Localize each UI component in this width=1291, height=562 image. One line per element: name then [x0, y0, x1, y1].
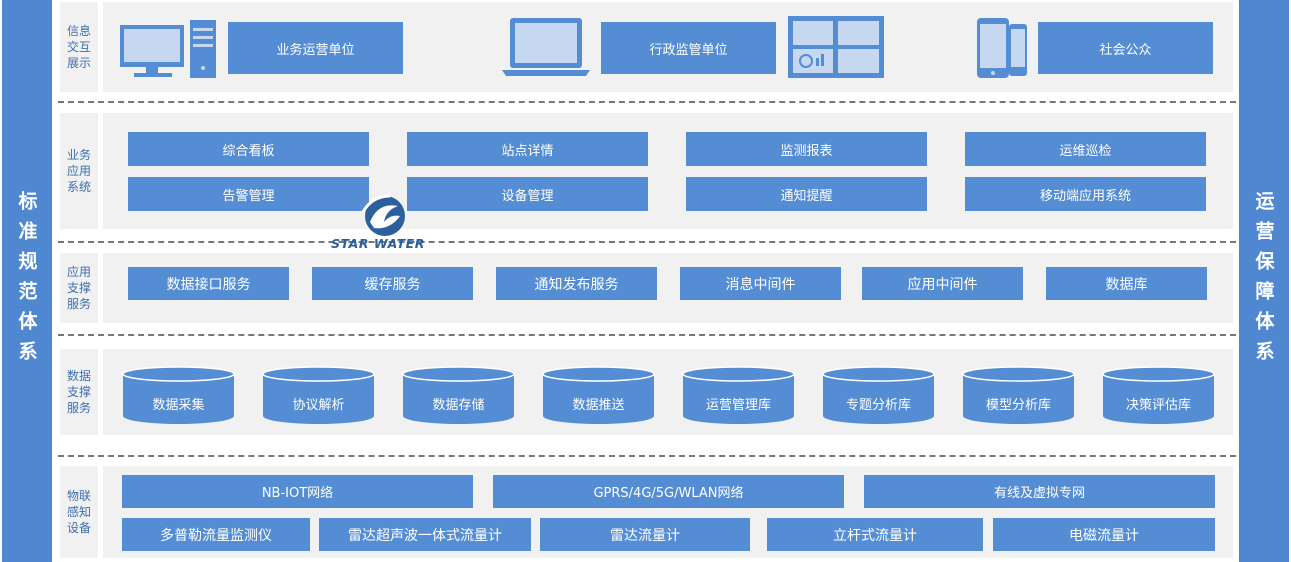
unit-general-public: 社会公众 — [1038, 22, 1213, 74]
cylinder-shape — [682, 366, 795, 424]
app-station-details: 站点详情 — [407, 132, 648, 166]
cylinder-shape — [962, 366, 1075, 424]
cylinder-shape — [402, 366, 515, 424]
cylinder-shape — [262, 366, 375, 424]
data-store-cylinder: 数据存储 — [402, 366, 515, 424]
net-cellular-wlan: GPRS/4G/5G/WLAN网络 — [493, 475, 844, 508]
layer-panel-business — [103, 113, 1233, 229]
layer-label-info: 信息交互展示 — [60, 2, 98, 92]
layer-separator — [58, 241, 1236, 243]
data-store-label: 决策评估库 — [1125, 398, 1191, 413]
layer-panel-support — [103, 253, 1233, 323]
data-store-label: 模型分析库 — [985, 398, 1051, 413]
layer-label-business: 业务应用系统 — [60, 113, 98, 229]
laptop-icon — [502, 18, 590, 76]
app-overview-board: 综合看板 — [128, 132, 369, 166]
data-store-label: 数据存储 — [432, 398, 485, 413]
dev-pole-mounted-flowmeter: 立杆式流量计 — [767, 518, 983, 551]
operations-system-label: 运营保障体系 — [1252, 191, 1275, 371]
layer-separator — [58, 455, 1236, 457]
data-store-label: 运营管理库 — [705, 398, 771, 413]
app-monitoring-reports: 监测报表 — [686, 132, 927, 166]
data-store-cylinder: 专题分析库 — [822, 366, 935, 424]
standards-system-label: 标准规范体系 — [15, 191, 38, 371]
star-water-logo-text: STAR WATER — [331, 236, 425, 251]
layer-label-data: 数据支撑服务 — [60, 349, 98, 435]
operations-system-bar: 运营保障体系 — [1239, 0, 1289, 562]
cylinder-shape — [1102, 366, 1215, 424]
desktop-computer-icon — [120, 20, 216, 78]
cylinder-shape — [122, 366, 235, 424]
unit-business-operations: 业务运营单位 — [228, 22, 403, 74]
data-store-label: 数据推送 — [572, 398, 625, 413]
data-store-cylinder: 模型分析库 — [962, 366, 1075, 424]
app-notification-reminder: 通知提醒 — [686, 177, 927, 211]
data-store-label: 专题分析库 — [845, 398, 911, 413]
net-nb-iot: NB-IOT网络 — [122, 475, 473, 508]
data-store-cylinder: 数据采集 — [122, 366, 235, 424]
net-wired-vpn: 有线及虚拟专网 — [864, 475, 1215, 508]
data-store-label: 数据采集 — [152, 398, 205, 413]
layer-label-support: 应用支撑服务 — [60, 253, 98, 323]
standards-system-bar: 标准规范体系 — [2, 0, 52, 562]
svc-application-middleware: 应用中间件 — [862, 267, 1023, 300]
dev-radar-ultrasonic-flowmeter: 雷达超声波一体式流量计 — [319, 518, 531, 551]
data-store-cylinder: 决策评估库 — [1102, 366, 1215, 424]
mobile-phones-icon — [977, 18, 1027, 78]
layer-separator — [58, 101, 1236, 103]
svc-data-interface: 数据接口服务 — [128, 267, 289, 300]
unit-administrative-supervision: 行政监管单位 — [601, 22, 776, 74]
app-device-management: 设备管理 — [407, 177, 648, 211]
app-mobile-system: 移动端应用系统 — [965, 177, 1206, 211]
app-alarm-management: 告警管理 — [128, 177, 369, 211]
svc-database: 数据库 — [1046, 267, 1207, 300]
dev-radar-flowmeter: 雷达流量计 — [540, 518, 750, 551]
svc-notification-publish: 通知发布服务 — [496, 267, 657, 300]
cylinder-shape — [542, 366, 655, 424]
svc-cache: 缓存服务 — [312, 267, 473, 300]
dev-doppler-flow-monitor: 多普勒流量监测仪 — [122, 518, 310, 551]
star-water-emblem-icon — [361, 194, 405, 236]
data-store-cylinder: 运营管理库 — [682, 366, 795, 424]
dashboard-screen-icon — [788, 16, 884, 78]
cylinder-shape — [822, 366, 935, 424]
dev-electromagnetic-flowmeter: 电磁流量计 — [993, 518, 1215, 551]
svc-message-middleware: 消息中间件 — [680, 267, 841, 300]
app-maintenance-inspection: 运维巡检 — [965, 132, 1206, 166]
star-water-logo: STAR WATER — [328, 192, 428, 272]
data-store-label: 协议解析 — [292, 398, 345, 413]
layer-label-iot: 物联感知设备 — [60, 466, 98, 558]
data-store-cylinder: 数据推送 — [542, 366, 655, 424]
data-store-cylinder: 协议解析 — [262, 366, 375, 424]
layer-separator — [58, 334, 1236, 336]
